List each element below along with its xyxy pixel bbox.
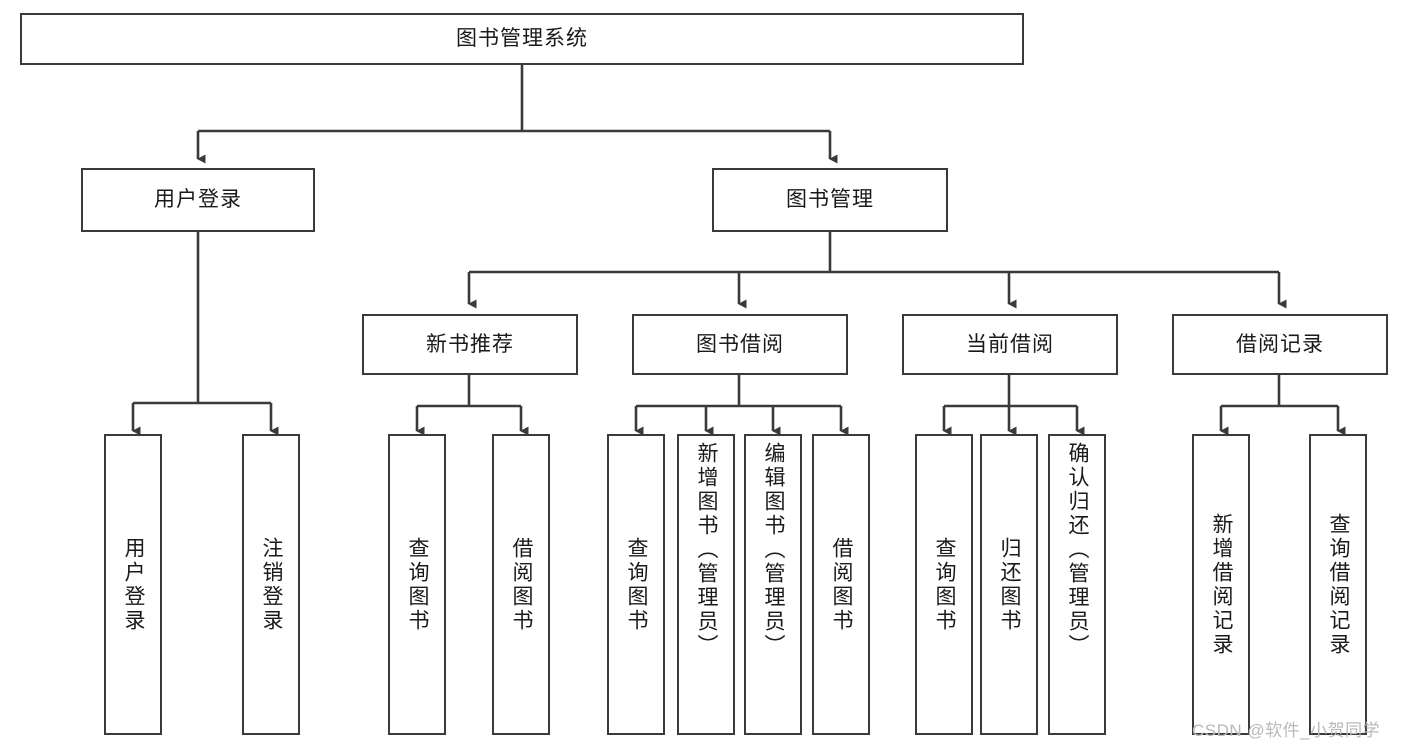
node-leaf-confirm-return[interactable]: 确认归还（管理员） [1048,434,1106,735]
node-leaf-query-book-1-label: 查询图书 [406,536,429,633]
node-leaf-logout-label: 注销登录 [260,536,283,633]
node-leaf-query-book-3-label: 查询图书 [933,536,956,633]
node-leaf-borrow-book-1[interactable]: 借阅图书 [492,434,550,735]
node-borrow-record[interactable]: 借阅记录 [1172,314,1388,375]
node-book-borrow[interactable]: 图书借阅 [632,314,848,375]
node-leaf-add-book-label: 新增图书（管理员） [695,442,718,658]
node-book-borrow-label: 图书借阅 [696,332,784,356]
node-leaf-borrow-book-2[interactable]: 借阅图书 [812,434,870,735]
node-leaf-borrow-book-1-label: 借阅图书 [510,536,533,633]
node-leaf-query-book-3[interactable]: 查询图书 [915,434,973,735]
node-leaf-query-book-2-label: 查询图书 [625,536,648,633]
node-current-borrow[interactable]: 当前借阅 [902,314,1118,375]
node-root-label: 图书管理系统 [456,27,588,51]
node-current-borrow-label: 当前借阅 [966,332,1054,356]
node-leaf-user-login-label: 用户登录 [122,536,145,633]
node-user-login-label: 用户登录 [154,188,242,212]
node-leaf-edit-book[interactable]: 编辑图书（管理员） [744,434,802,735]
node-leaf-borrow-book-2-label: 借阅图书 [830,536,853,633]
node-root[interactable]: 图书管理系统 [20,13,1024,65]
node-user-login[interactable]: 用户登录 [81,168,315,232]
node-leaf-user-login[interactable]: 用户登录 [104,434,162,735]
node-book-manage[interactable]: 图书管理 [712,168,948,232]
node-leaf-query-record[interactable]: 查询借阅记录 [1309,434,1367,735]
node-leaf-query-book-1[interactable]: 查询图书 [388,434,446,735]
node-leaf-edit-book-label: 编辑图书（管理员） [762,442,785,658]
node-leaf-add-record[interactable]: 新增借阅记录 [1192,434,1250,735]
node-new-book-rec[interactable]: 新书推荐 [362,314,578,375]
node-leaf-return-book[interactable]: 归还图书 [980,434,1038,735]
watermark-text: CSDN @软件_小贺同学 [1192,721,1381,740]
node-leaf-confirm-return-label: 确认归还（管理员） [1066,442,1089,658]
node-book-manage-label: 图书管理 [786,188,874,212]
node-leaf-query-record-label: 查询借阅记录 [1327,512,1350,657]
node-borrow-record-label: 借阅记录 [1236,332,1324,356]
node-leaf-query-book-2[interactable]: 查询图书 [607,434,665,735]
node-leaf-add-record-label: 新增借阅记录 [1210,512,1233,657]
node-new-book-rec-label: 新书推荐 [426,332,514,356]
node-leaf-add-book[interactable]: 新增图书（管理员） [677,434,735,735]
node-leaf-logout[interactable]: 注销登录 [242,434,300,735]
node-leaf-return-book-label: 归还图书 [998,536,1021,633]
